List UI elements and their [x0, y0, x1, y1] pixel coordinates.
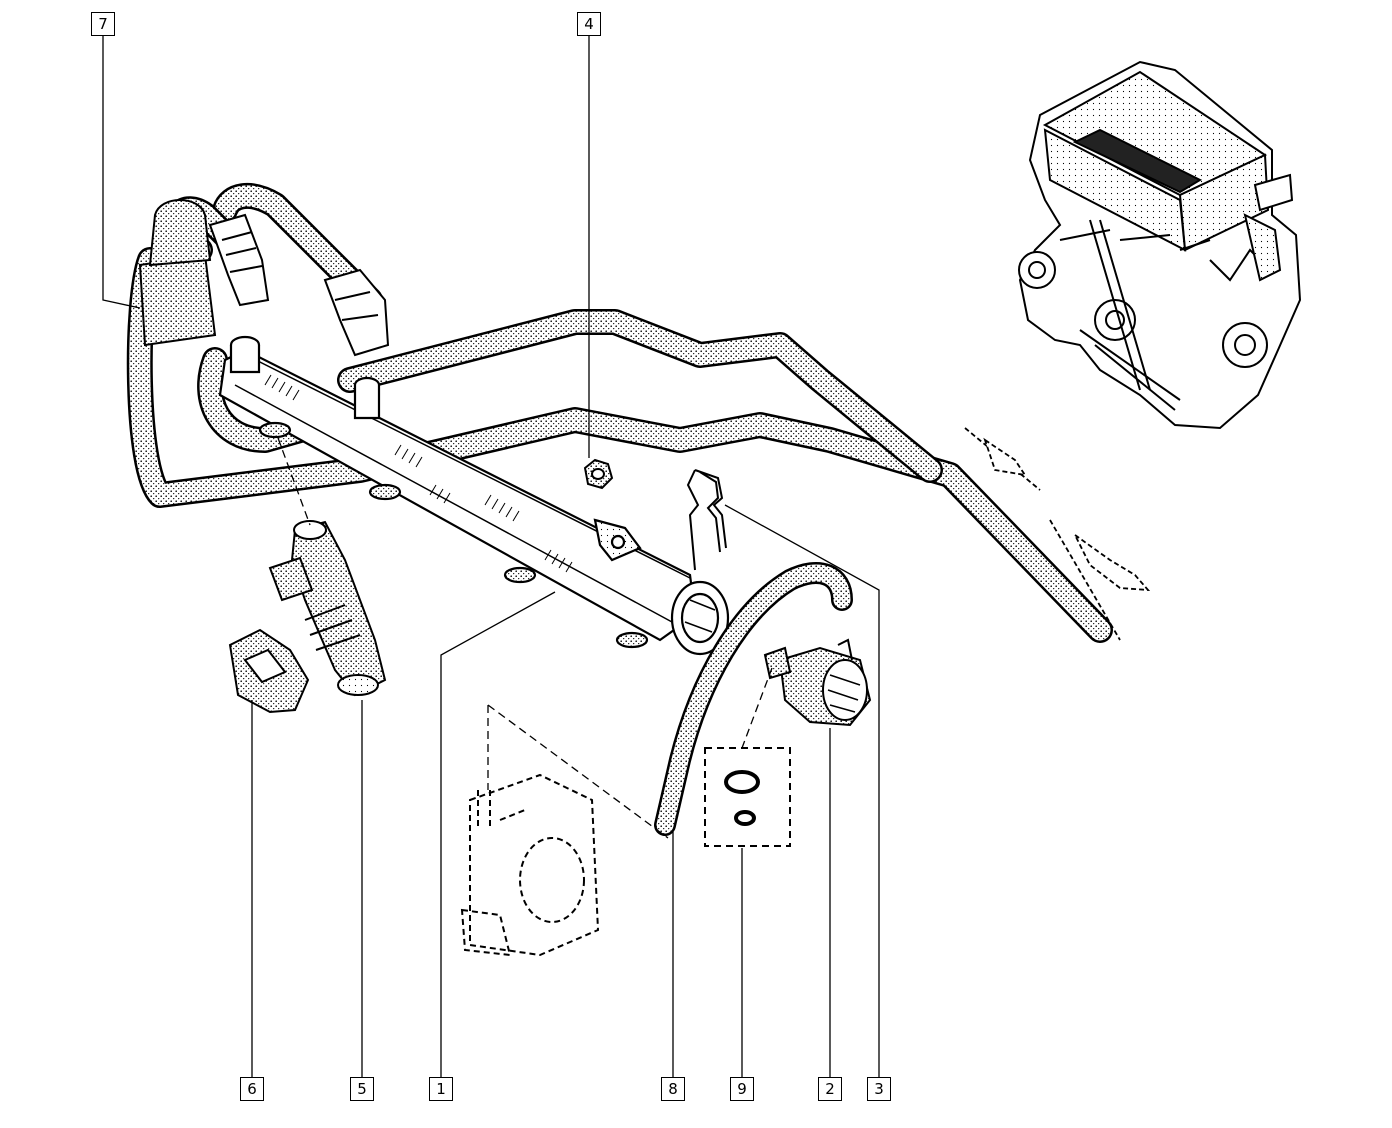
retaining-clip [686, 469, 727, 571]
callout-8: 8 [661, 1077, 685, 1101]
leader-7 [102, 36, 141, 309]
leader-lines [102, 36, 880, 1077]
fuel-rail [218, 335, 730, 656]
hose-connectors [208, 213, 390, 357]
assembly-lines [277, 437, 773, 839]
hose-end-fittings [964, 427, 1151, 641]
throttle-body-illustration [460, 773, 600, 957]
engine-block-illustration [1018, 60, 1302, 430]
callout-5: 5 [350, 1077, 374, 1101]
o-ring-seal-kit [704, 747, 791, 847]
leader-3 [724, 504, 880, 1077]
callout-2: 2 [818, 1077, 842, 1101]
callout-7: 7 [91, 12, 115, 36]
injector [268, 520, 387, 697]
pressure-regulator [763, 638, 872, 727]
callout-4: 4 [577, 12, 601, 36]
mounting-nut [583, 458, 614, 490]
hose-sleeve [138, 199, 217, 347]
callout-6: 6 [240, 1077, 264, 1101]
callout-1: 1 [429, 1077, 453, 1101]
callout-3: 3 [867, 1077, 891, 1101]
vacuum-hose [654, 561, 853, 836]
leader-1 [440, 591, 556, 1077]
injector-connector-clip [228, 628, 310, 714]
callout-9: 9 [730, 1077, 754, 1101]
